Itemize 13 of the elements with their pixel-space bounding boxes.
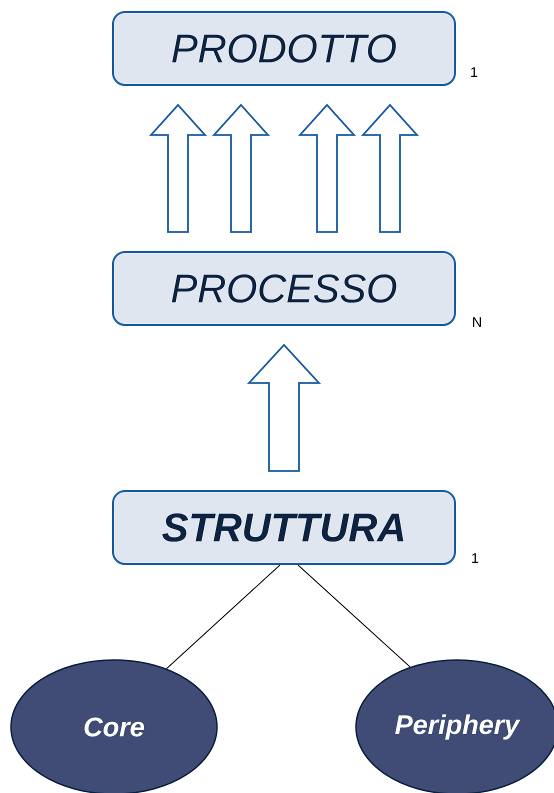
connector-line — [298, 564, 411, 668]
block-arrow — [246, 344, 322, 472]
entity-box: PRODOTTO — [112, 11, 456, 86]
cardinality-label: N — [473, 317, 481, 327]
cardinality-label: 1 — [472, 553, 478, 563]
connector-line — [166, 564, 280, 670]
block-arrow — [360, 104, 420, 233]
block-arrow — [148, 104, 208, 233]
block-arrow — [212, 104, 270, 233]
block-arrow — [298, 104, 356, 233]
cardinality-label: 1 — [471, 67, 478, 77]
entity-box: PROCESSO — [112, 251, 456, 326]
entity-box: STRUTTURA — [112, 490, 456, 565]
